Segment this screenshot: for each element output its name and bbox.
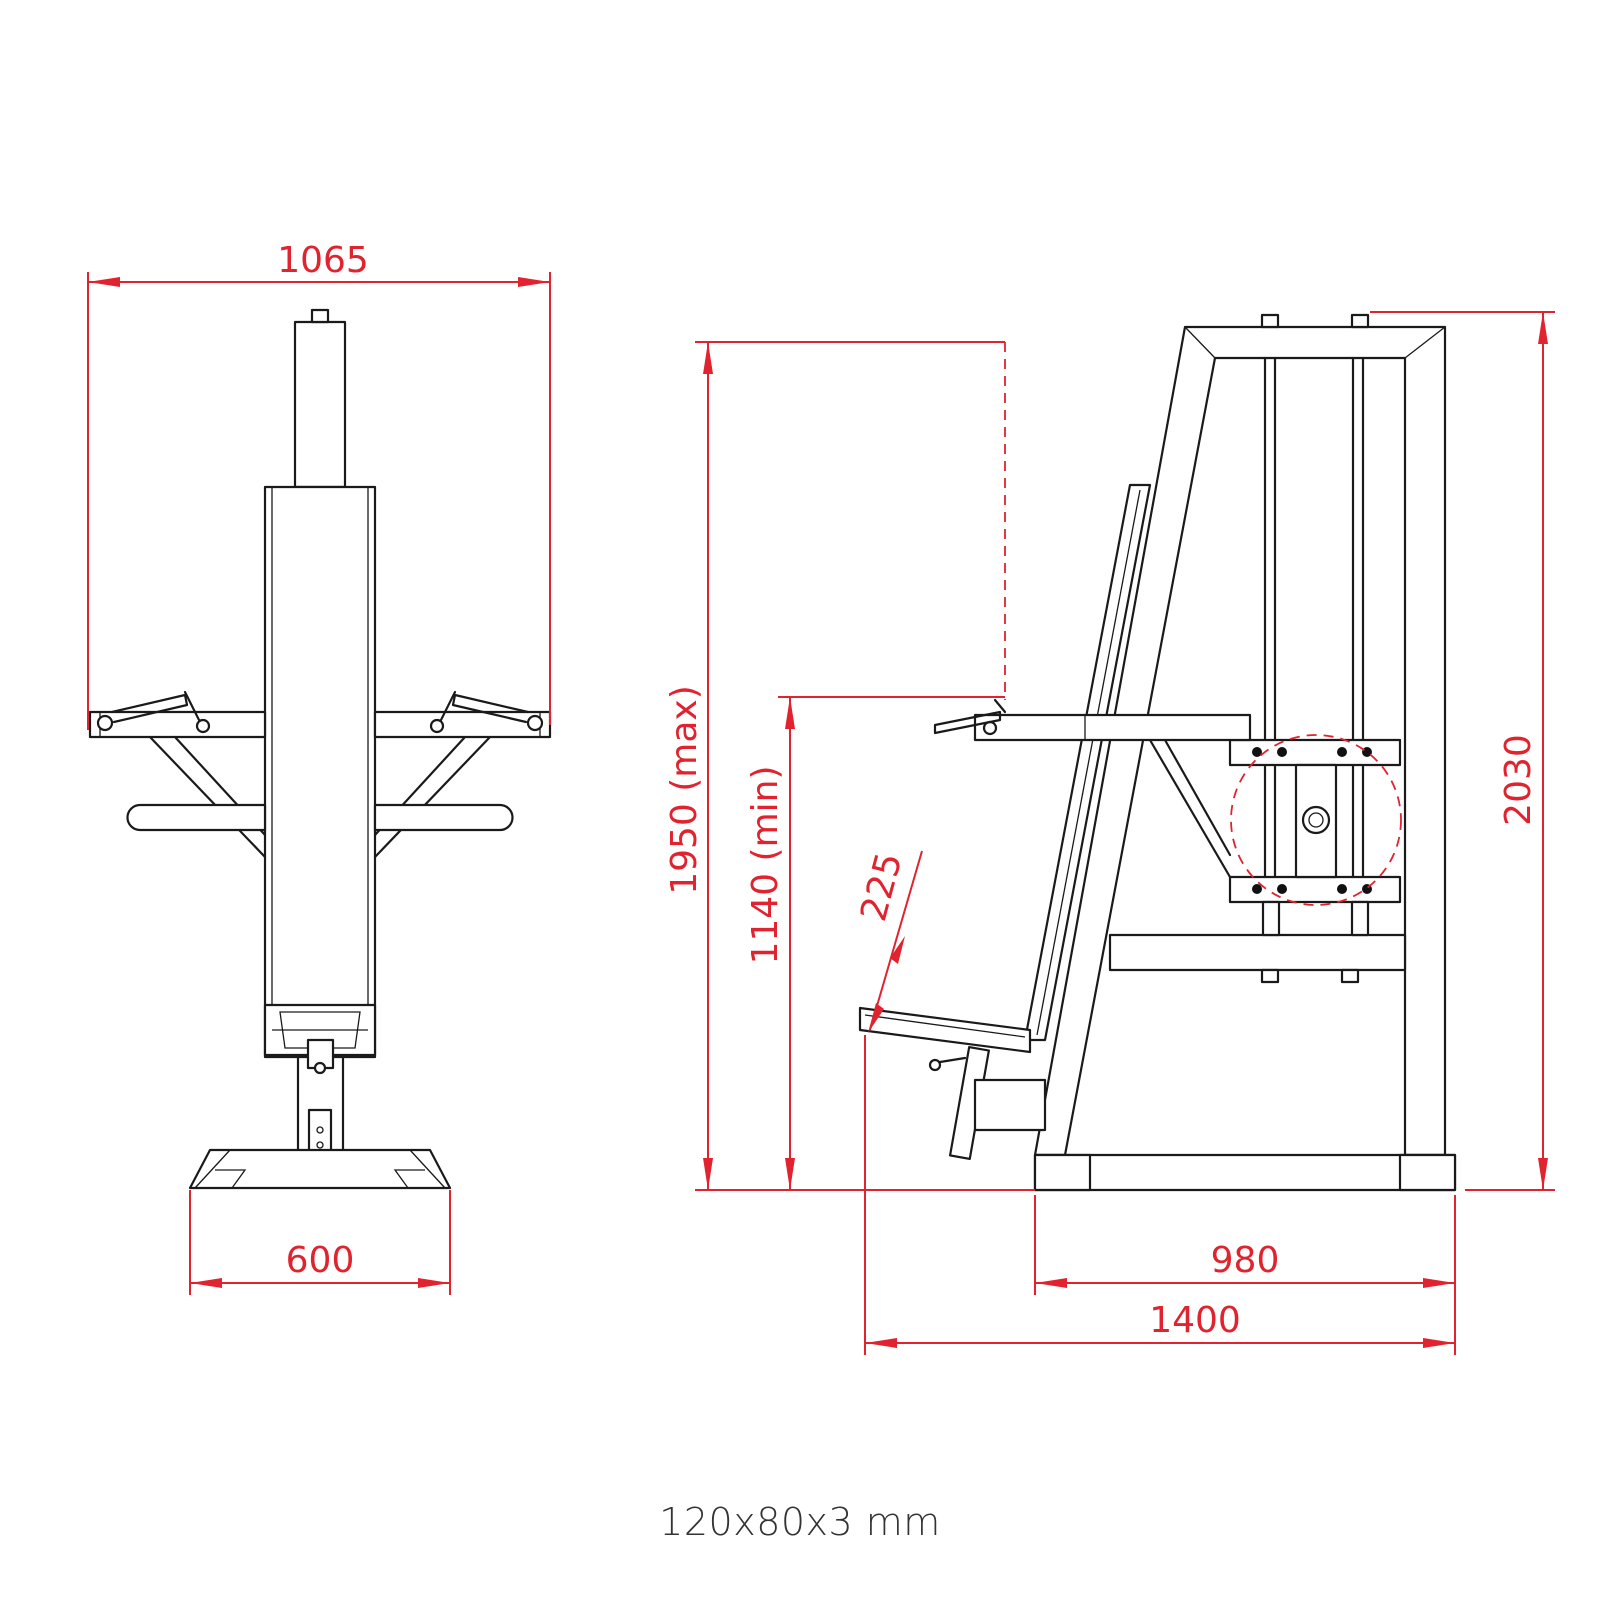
top-bolt bbox=[310, 308, 330, 324]
dim-front-width: 1065 bbox=[277, 240, 369, 281]
material-caption: 120x80x3 mm bbox=[659, 1500, 941, 1544]
left-leg-bar bbox=[126, 803, 267, 832]
base-frame bbox=[188, 1148, 452, 1190]
dim-footrest-adjust: 225 bbox=[853, 849, 910, 926]
left-arm-bar bbox=[88, 710, 267, 739]
top-guide-tube bbox=[293, 320, 347, 489]
side-view bbox=[858, 313, 1457, 1192]
front-dimensions: 1065 600 bbox=[87, 240, 551, 1295]
right-brace bbox=[373, 735, 492, 859]
left-brace bbox=[148, 735, 267, 859]
weight-plate-outline bbox=[1230, 734, 1402, 906]
dim-frame-depth: 980 bbox=[1211, 1240, 1280, 1281]
left-handle bbox=[110, 693, 189, 724]
pivot bbox=[1301, 805, 1331, 835]
dim-height-max: 1950 (max) bbox=[664, 685, 705, 895]
side-arm-bar bbox=[973, 713, 1252, 742]
back-pad bbox=[1023, 483, 1152, 1042]
right-leg-bar bbox=[373, 803, 514, 832]
dim-height-min: 1140 (min) bbox=[745, 765, 786, 964]
back-pad-column bbox=[263, 485, 377, 1059]
dim-total-depth: 1400 bbox=[1149, 1300, 1241, 1341]
lower-crossbar bbox=[1108, 933, 1407, 972]
right-handle bbox=[451, 693, 530, 724]
side-handle bbox=[933, 710, 1002, 735]
base-rail bbox=[1033, 1153, 1457, 1192]
footrest-mount bbox=[973, 1078, 1047, 1132]
side-dimensions: 1950 (max) 1140 (min) 225 2030 980 1400 bbox=[664, 311, 1555, 1355]
right-arm-bar bbox=[373, 710, 552, 739]
dim-base-width: 600 bbox=[286, 1240, 355, 1281]
dim-total-height: 2030 bbox=[1498, 734, 1539, 826]
front-view bbox=[88, 308, 552, 1190]
footrest bbox=[858, 1006, 1032, 1054]
